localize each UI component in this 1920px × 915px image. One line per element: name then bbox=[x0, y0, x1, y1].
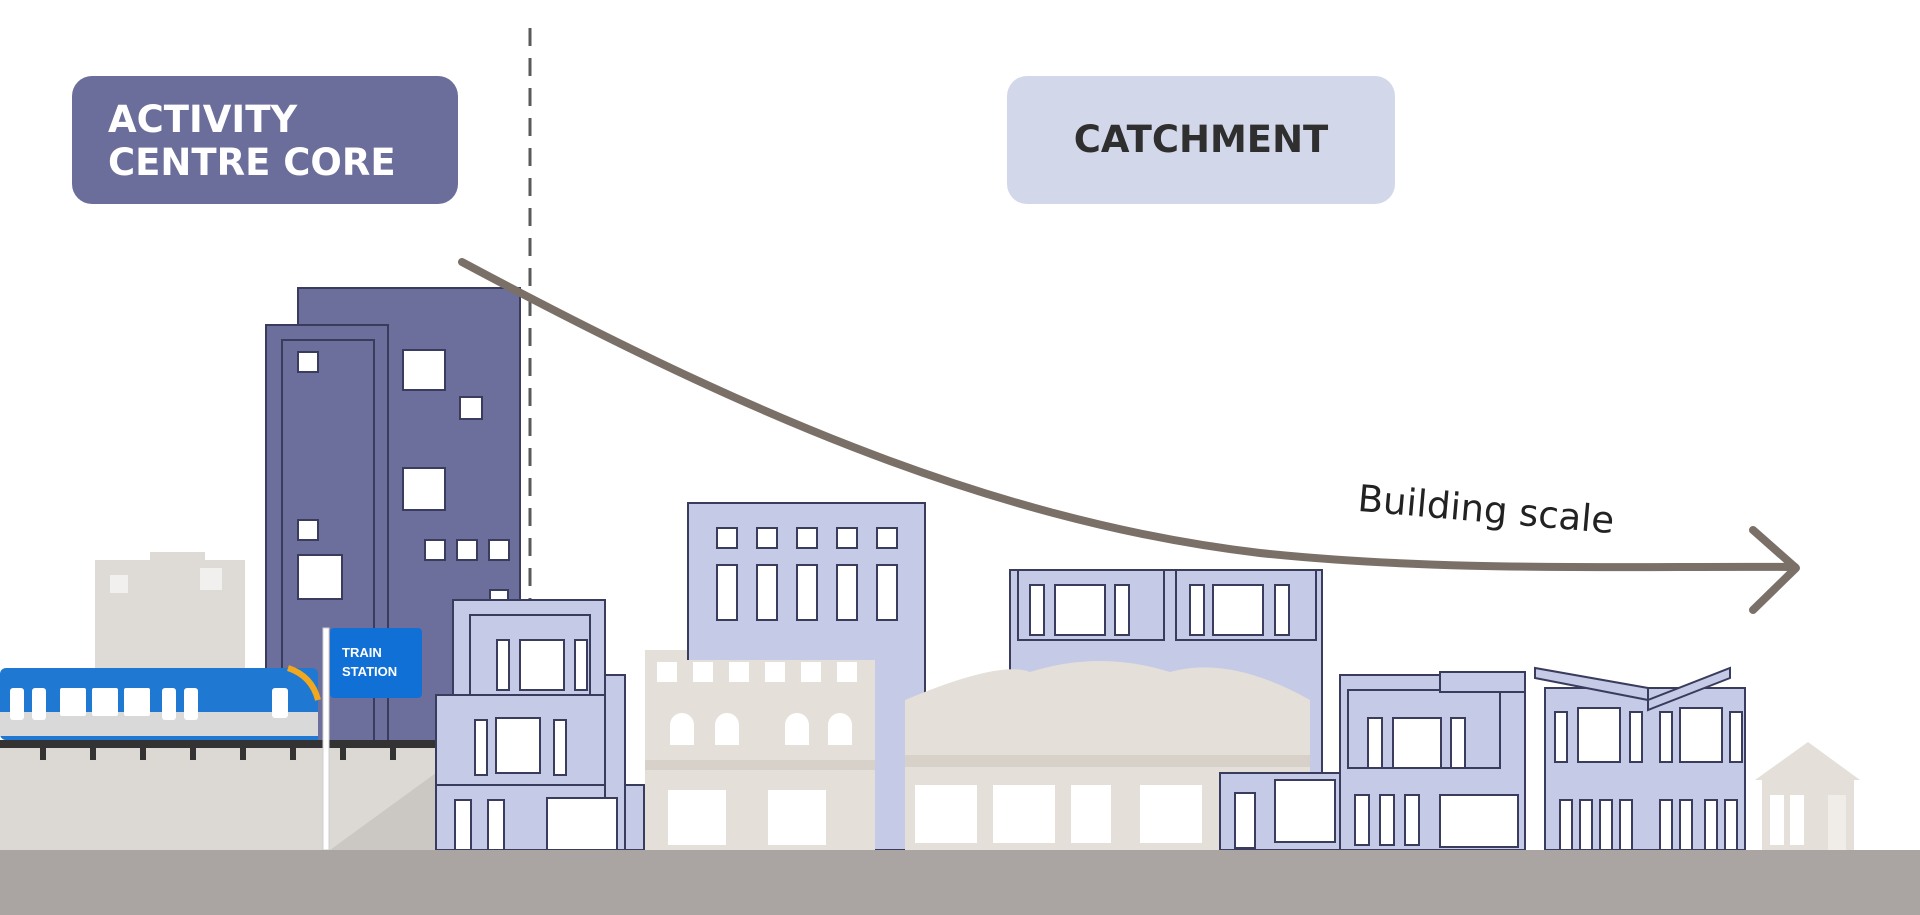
core-label-line1: ACTIVITY bbox=[108, 98, 298, 141]
core-label-line2: CENTRE CORE bbox=[108, 141, 396, 184]
small-cottage bbox=[1755, 742, 1860, 850]
activity-centre-core-pill: ACTIVITY CENTRE CORE bbox=[72, 76, 458, 204]
catchment-pill: CATCHMENT bbox=[1007, 76, 1395, 204]
train-station-sign-icon: TRAIN STATION bbox=[322, 627, 422, 851]
building-scale-arrow-icon bbox=[458, 258, 1800, 614]
ground bbox=[0, 850, 1920, 915]
station-sign-line1: TRAIN bbox=[342, 645, 382, 660]
catchment-label: CATCHMENT bbox=[1074, 118, 1329, 161]
building-scale-label: Building scale bbox=[1356, 477, 1616, 542]
train-icon bbox=[0, 665, 450, 760]
station-sign-line2: STATION bbox=[342, 664, 397, 679]
